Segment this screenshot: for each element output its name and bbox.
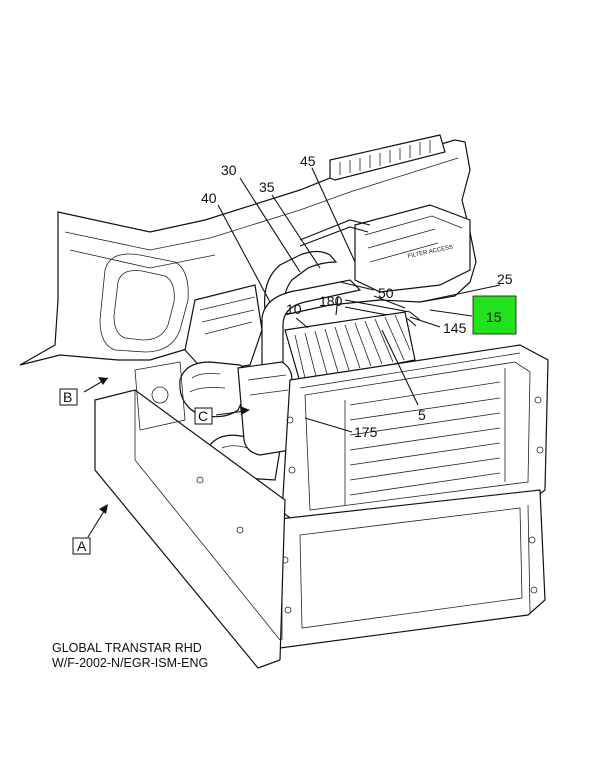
view-a-label: A bbox=[77, 538, 87, 554]
callout-35: 35 bbox=[259, 179, 275, 195]
callout-145: 145 bbox=[443, 320, 467, 336]
callout-45: 45 bbox=[300, 153, 316, 169]
callout-30: 30 bbox=[221, 162, 237, 178]
frame-rail bbox=[94, 361, 286, 669]
view-b-label: B bbox=[63, 389, 72, 405]
callout-50: 50 bbox=[378, 285, 394, 301]
view-c-label: C bbox=[198, 408, 208, 424]
callout-175: 175 bbox=[354, 424, 378, 440]
radiator-assembly bbox=[267, 344, 549, 649]
caption-line-1: GLOBAL TRANSTAR RHD bbox=[52, 641, 202, 655]
callout-5: 5 bbox=[418, 407, 426, 423]
view-a-box bbox=[72, 537, 91, 555]
callout-15: 15 bbox=[486, 309, 502, 325]
engine-hoses bbox=[179, 219, 421, 481]
cowl-panel: FILTER ACCESS bbox=[19, 134, 477, 366]
leader-lines bbox=[83, 167, 501, 538]
view-c-box bbox=[194, 407, 213, 425]
caption-line-2: W/F-2002-N/EGR-ISM-ENG bbox=[52, 656, 209, 670]
callout-15-highlight bbox=[472, 295, 517, 335]
view-b-box bbox=[59, 388, 78, 406]
callout-10: 10 bbox=[286, 301, 302, 317]
callout-180: 180 bbox=[319, 293, 343, 309]
callout-40: 40 bbox=[201, 190, 217, 206]
callout-25: 25 bbox=[497, 271, 513, 287]
